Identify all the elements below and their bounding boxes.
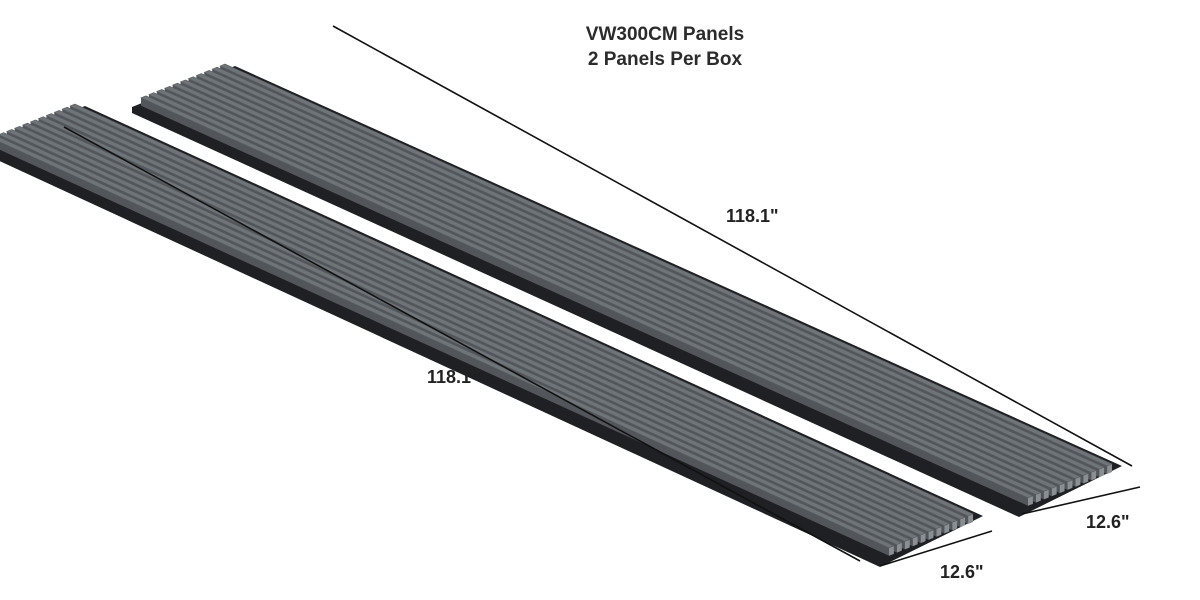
lower-width-dimension-line (879, 530, 993, 567)
slat-end (968, 514, 973, 524)
slat (203, 70, 1097, 473)
slat (53, 110, 958, 523)
lower-panel (0, 103, 983, 567)
slat (13, 125, 919, 539)
slat-end (944, 523, 950, 534)
slat-end (928, 529, 934, 540)
diagram-title: VW300CM Panels 2 Panels Per Box (560, 22, 770, 72)
slat (187, 76, 1082, 480)
slat-side (141, 97, 1029, 506)
slat (61, 106, 966, 520)
slat-end (1075, 476, 1081, 487)
slat (211, 66, 1105, 470)
slat-end (904, 539, 910, 550)
slat (37, 116, 943, 530)
slat (21, 122, 927, 536)
title-line-2: 2 Panels Per Box (587, 49, 743, 70)
slat (6, 129, 911, 542)
slat (140, 95, 1034, 499)
upper-width-label: 12.6" (1086, 512, 1130, 532)
slat-end (1083, 473, 1089, 484)
slat (171, 82, 1066, 486)
slat (69, 103, 974, 517)
upper-width-dimension-line (1021, 486, 1141, 515)
slat (219, 63, 1113, 467)
slat-end (1043, 489, 1049, 500)
lower-length-label: 118.1" (427, 367, 480, 387)
slat (163, 85, 1058, 489)
slat (45, 113, 951, 526)
title-line-1: VW300CM Panels (585, 24, 745, 45)
slat-end (1051, 486, 1057, 497)
slat (0, 137, 895, 549)
slat (148, 92, 1042, 495)
slat-end (912, 536, 918, 547)
slat (195, 73, 1090, 476)
lower-width-label: 12.6" (940, 562, 984, 582)
slat-end (920, 533, 926, 544)
slat-end (960, 517, 966, 528)
upper-panel (132, 63, 1122, 517)
slat-end (1067, 479, 1073, 490)
slat-end (1091, 470, 1097, 481)
slat-end (1028, 495, 1033, 506)
slat-side (0, 141, 890, 556)
lower-length-dimension-line (63, 126, 861, 562)
slat-end (896, 542, 902, 553)
slat-end (1035, 492, 1041, 503)
slat-end (936, 526, 942, 537)
slat (179, 79, 1074, 483)
upper-length-label: 118.1" (726, 206, 779, 226)
slat (156, 89, 1050, 492)
slat-end (1107, 464, 1112, 474)
upper-length-dimension-line (332, 25, 1133, 467)
slat-end (1059, 483, 1065, 494)
slat-end (1099, 467, 1105, 478)
slat-end (952, 520, 958, 531)
slat-end (889, 545, 894, 556)
slat (29, 119, 935, 533)
